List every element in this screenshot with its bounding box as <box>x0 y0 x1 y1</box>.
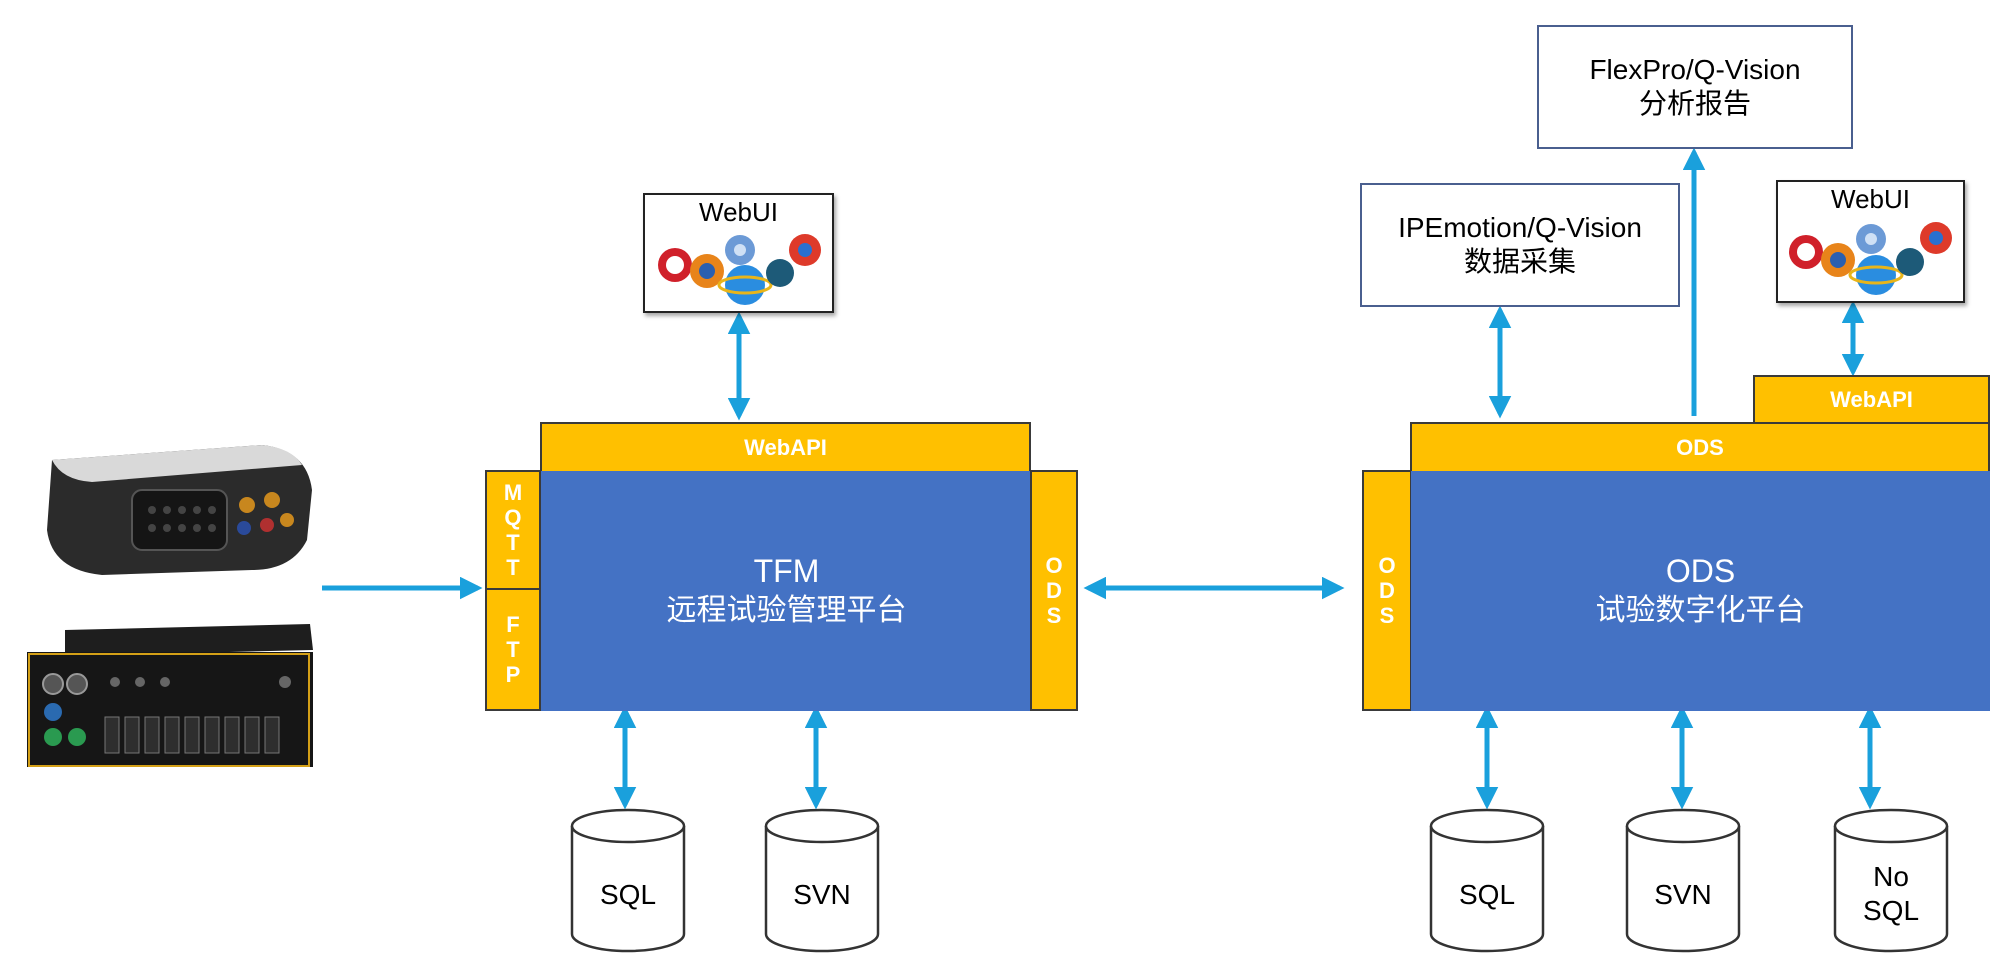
browser-icons <box>658 234 821 305</box>
ods-top-bar: ODS <box>1410 422 1990 473</box>
logger-device-image <box>22 420 322 580</box>
right-webapi-label: WebAPI <box>1830 387 1913 412</box>
left-svn-label: SVN <box>793 879 851 910</box>
left-sql-label: SQL <box>599 879 657 910</box>
tfm-title: TFM <box>753 553 820 589</box>
right-nosql-label: No SQL <box>1862 861 1920 926</box>
left-webapi-label: WebAPI <box>744 434 827 460</box>
right-sql-database: SQL <box>1429 808 1545 954</box>
ods-left-label: O D S <box>1378 553 1396 628</box>
ods-left-bar: O D S <box>1362 470 1412 711</box>
mqtt-label: M Q T T <box>503 480 523 580</box>
webui-label: WebUI <box>699 197 778 227</box>
left-ods-label: O D S <box>1045 553 1063 628</box>
right-webui-panel[interactable]: WebUI <box>1776 180 1965 303</box>
left-webui-panel[interactable]: WebUI <box>643 193 834 313</box>
browser-icons <box>1789 222 1952 295</box>
left-ods-bar: O D S <box>1030 470 1078 711</box>
acquisition-line1: IPEmotion/Q-Vision <box>1398 212 1642 243</box>
ftp-bar: F T P <box>485 588 541 711</box>
ods-platform-block: ODS 试验数字化平台 <box>1411 471 1990 711</box>
tfm-subtitle: 远程试验管理平台 <box>666 594 907 627</box>
acquisition-line2: 数据采集 <box>1463 246 1576 277</box>
tfm-platform-block: TFM 远程试验管理平台 <box>541 471 1032 711</box>
analysis-box: FlexPro/Q-Vision 分析报告 <box>1537 25 1853 149</box>
left-sql-database: SQL <box>570 808 686 954</box>
ods-title: ODS <box>1665 553 1736 589</box>
webui-label: WebUI <box>1831 184 1910 214</box>
analysis-line1: FlexPro/Q-Vision <box>1589 54 1801 85</box>
right-nosql-database: No SQL <box>1833 808 1949 954</box>
left-webapi-bar: WebAPI <box>540 422 1031 473</box>
ods-subtitle: 试验数字化平台 <box>1595 594 1806 627</box>
right-svn-label: SVN <box>1654 879 1712 910</box>
left-svn-database: SVN <box>764 808 880 954</box>
ftp-label: F T P <box>505 612 521 687</box>
right-webapi-bar: WebAPI <box>1753 375 1990 425</box>
right-sql-label: SQL <box>1458 879 1516 910</box>
mqtt-bar: M Q T T <box>485 470 541 590</box>
acquisition-box: IPEmotion/Q-Vision 数据采集 <box>1360 183 1680 307</box>
ods-top-label: ODS <box>1676 434 1724 460</box>
ipe-device-image <box>25 622 315 772</box>
right-svn-database: SVN <box>1625 808 1741 954</box>
analysis-line2: 分析报告 <box>1638 88 1751 119</box>
